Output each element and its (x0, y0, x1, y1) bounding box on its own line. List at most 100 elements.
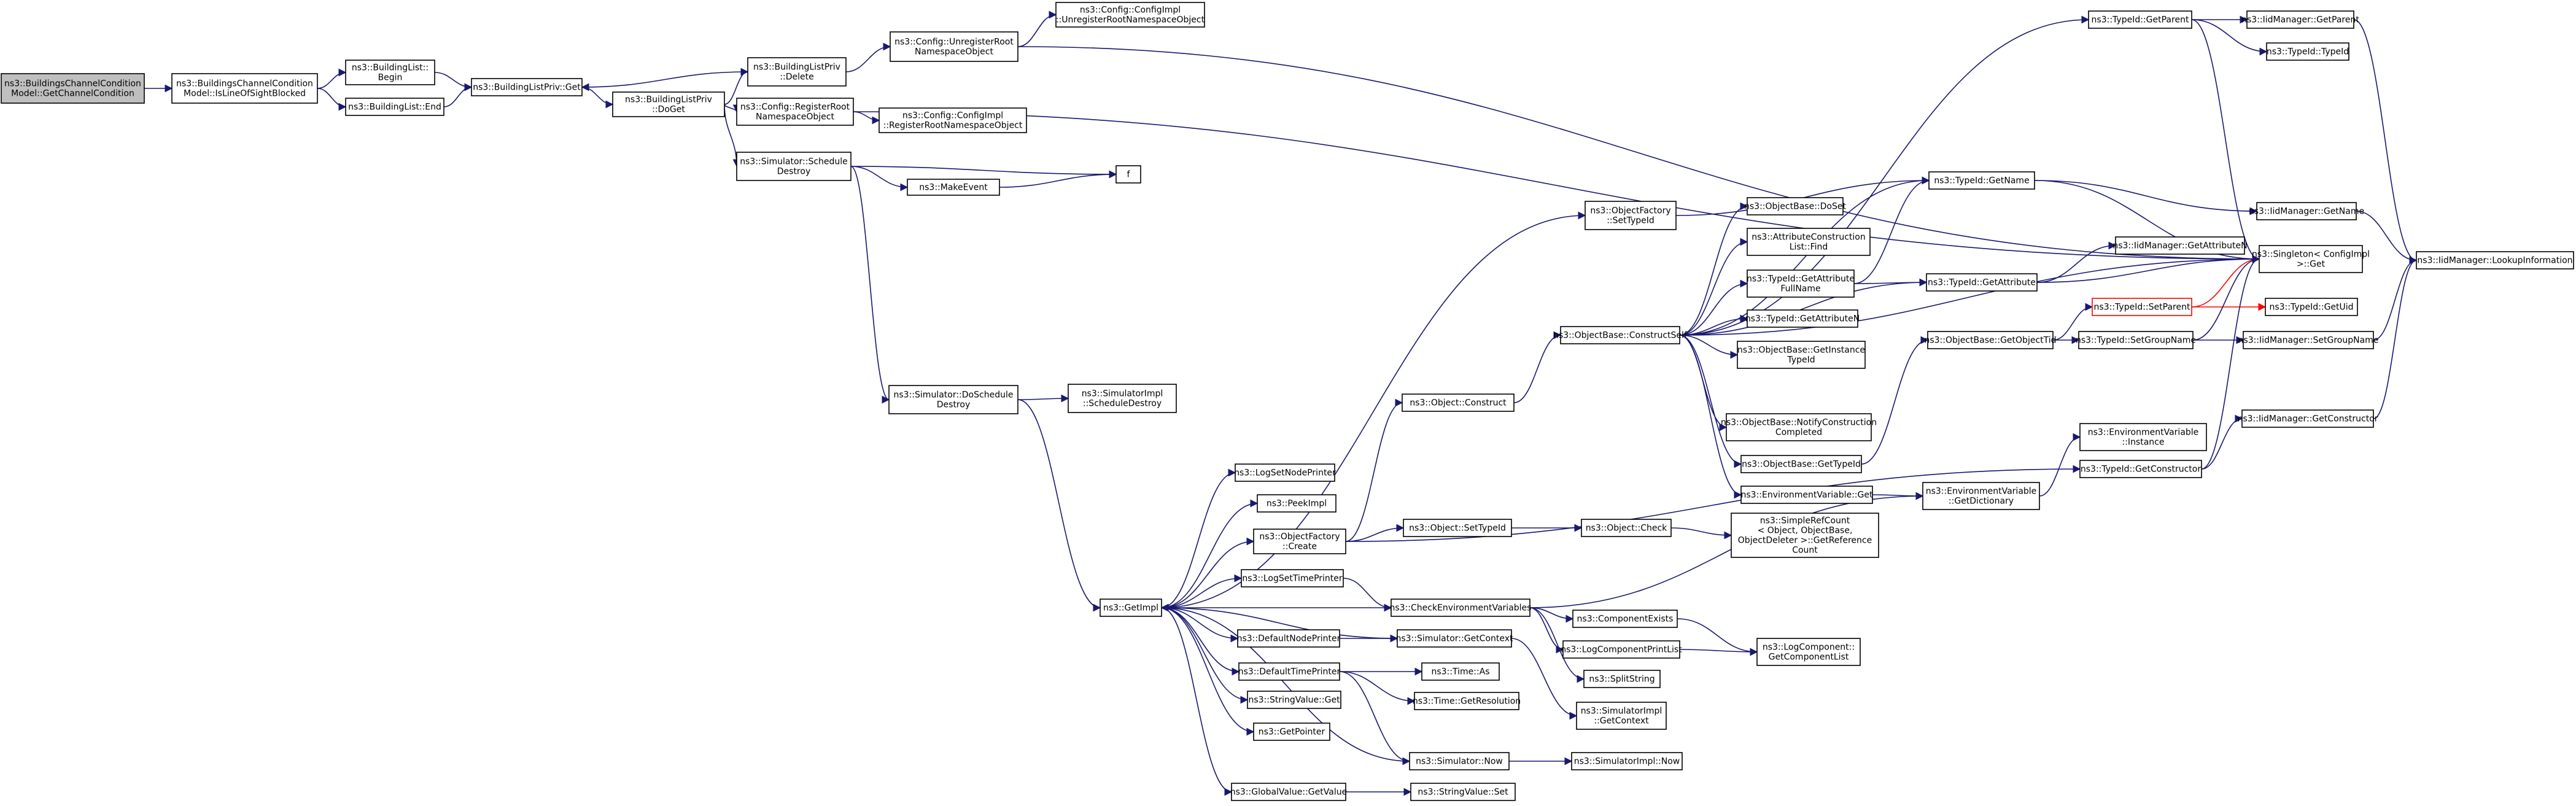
node-f[interactable]: f (1115, 165, 1141, 184)
node-tid-get-attr[interactable]: ns3::TypeId::GetAttribute (1926, 273, 2038, 292)
node-env-var-inst[interactable]: ns3::EnvironmentVariable::Instance (2079, 423, 2207, 451)
node-label: Destroy (777, 167, 810, 177)
node-box (1414, 692, 1519, 710)
node-log-comp-print[interactable]: ns3::LogComponentPrintList (1561, 640, 1682, 659)
node-tid-get-ctor[interactable]: ns3::TypeId::GetConstructor (2079, 460, 2202, 478)
node-obj-base-do-set[interactable]: ns3::ObjectBase::DoSet (1744, 197, 1846, 215)
node-tid-type-id[interactable]: ns3::TypeId::TypeId (2266, 42, 2349, 61)
node-bl-end[interactable]: ns3::BuildingList::End (345, 98, 444, 116)
node-box (1410, 783, 1516, 801)
node-cfg-unreg[interactable]: ns3::Config::UnregisterRootNamespaceObje… (890, 31, 1018, 62)
node-obj-base-get-tid[interactable]: ns3::ObjectBase::GetTypeId (1740, 455, 1862, 473)
node-label: ns3::LogComponentPrintList (1561, 645, 1682, 655)
node-make-event[interactable]: ns3::MakeEvent (907, 179, 1000, 196)
node-label: ns3::Simulator::GetContext (1395, 634, 1513, 644)
node-iid-set-group[interactable]: ns3::IidManager::SetGroupName (2238, 331, 2379, 349)
node-label: ns3::BuildingListPriv (625, 95, 712, 105)
node-iid-get-name[interactable]: ns3::IidManager::GetName (2249, 202, 2364, 220)
node-bl-begin[interactable]: ns3::BuildingList::Begin (345, 60, 435, 85)
node-label: NamespaceObject (915, 47, 993, 57)
node-label: ns3::Config::ConfigImpl (1080, 6, 1181, 15)
node-label: ns3::StringValue::Set (1418, 788, 1508, 797)
node-get-pointer[interactable]: ns3::GetPointer (1253, 723, 1330, 741)
node-obj-factory-set-tid[interactable]: ns3::ObjectFactory::SetTypeId (1585, 201, 1677, 230)
node-iid-get-parent[interactable]: ns3::IidManager::GetParent (2241, 10, 2359, 29)
node-is-los[interactable]: ns3::BuildingsChannelConditionModel::IsL… (171, 73, 318, 104)
node-iid-get-attr-n[interactable]: ns3::IidManager::GetAttributeN (2112, 236, 2248, 255)
node-label: ns3::BuildingListPriv::Get (473, 83, 581, 93)
node-box (2078, 331, 2194, 349)
node-tid-get-attr-n[interactable]: ns3::TypeId::GetAttributeN (1745, 309, 1860, 328)
node-time-res[interactable]: ns3::Time::GetResolution (1413, 692, 1521, 710)
node-blp-do-get[interactable]: ns3::BuildingListPriv::DoGet (612, 91, 725, 117)
edge-obj-base-get-tid-to-obj-base-get-obj-tid (1861, 336, 1929, 465)
node-label: ns3::BuildingsChannelCondition (176, 79, 313, 89)
node-comp-exists[interactable]: ns3::ComponentExists (1572, 610, 1678, 628)
edge-obj-construct-to-obj-base-construct (1513, 331, 1562, 403)
node-obj-construct[interactable]: ns3::Object::Construct (1402, 393, 1515, 412)
node-sim-impl-now[interactable]: ns3::SimulatorImpl::Now (1571, 752, 1683, 770)
node-label: ns3::BuildingListPriv (753, 63, 840, 72)
node-check-env[interactable]: ns3::CheckEnvironmentVariables (1390, 599, 1532, 617)
edge-env-var-get-to-env-var-get-dict (1872, 492, 1924, 500)
node-cfg-impl-unreg[interactable]: ns3::Config::ConfigImpl::UnregisterRootN… (1055, 2, 1205, 28)
node-box (2256, 202, 2357, 220)
node-tid-get-parent[interactable]: ns3::TypeId::GetParent (2088, 10, 2192, 29)
node-iid-get-ctor[interactable]: ns3::IidManager::GetConstructor (2237, 409, 2378, 428)
node-blp-get[interactable]: ns3::BuildingListPriv::Get (471, 78, 583, 96)
node-get-impl[interactable]: ns3::GetImpl (1100, 599, 1162, 617)
node-box (2079, 460, 2202, 478)
node-time-as[interactable]: ns3::Time::As (1421, 662, 1500, 681)
node-sim-now[interactable]: ns3::Simulator::Now (1409, 752, 1510, 770)
node-box (1581, 519, 1672, 537)
node-global-val-get[interactable]: ns3::GlobalValue::GetValue (1230, 783, 1347, 801)
node-str-val-get[interactable]: ns3::StringValue::Get (1247, 691, 1341, 709)
node-obj-base-get-obj-tid[interactable]: ns3::ObjectBase::GetObjectTid (1924, 331, 2057, 349)
node-box (1756, 638, 1861, 666)
node-simple-ref[interactable]: ns3::SimpleRefCount< Object, ObjectBase,… (1731, 513, 1879, 558)
node-sim-get-ctx[interactable]: ns3::Simulator::GetContext (1395, 629, 1513, 648)
node-env-var-get-dict[interactable]: ns3::EnvironmentVariable::GetDictionary (1922, 482, 2040, 510)
edge-get-impl-to-get-pointer (1161, 607, 1255, 736)
node-obj-base-construct[interactable]: ns3::ObjectBase::ConstructSelf (1553, 326, 1688, 344)
node-cfg-impl-reg[interactable]: ns3::Config::ConfigImpl::RegisterRootNam… (879, 107, 1027, 133)
node-log-node-printer[interactable]: ns3::LogSetNodePrinter (1234, 463, 1336, 482)
node-label: ns3::DefaultTimePrinter (1238, 667, 1341, 677)
node-label: ns3::LogSetTimePrinter (1242, 574, 1343, 584)
node-log-comp-get-list[interactable]: ns3::LogComponent::GetComponentList (1756, 638, 1861, 666)
node-label: ns3::TypeId::TypeId (2267, 47, 2349, 57)
node-label: ns3::Time::GetResolution (1413, 697, 1521, 707)
node-box (1391, 599, 1530, 617)
node-tid-set-group[interactable]: ns3::TypeId::SetGroupName (2076, 331, 2196, 349)
node-root[interactable]: ns3::BuildingsChannelConditionModel::Get… (1, 73, 145, 104)
node-iid-lookup[interactable]: ns3::IidManager::LookupInformation (2416, 251, 2574, 269)
node-label: ns3::ObjectBase::NotifyConstruction (1721, 418, 1877, 428)
node-cfg-reg[interactable]: ns3::Config::RegisterRootNamespaceObject (736, 98, 854, 126)
node-obj-factory-create[interactable]: ns3::ObjectFactory::Create (1253, 529, 1346, 554)
node-blp-delete[interactable]: ns3::BuildingListPriv::Delete (747, 57, 847, 87)
node-obj-set-tid[interactable]: ns3::Object::SetTypeId (1403, 519, 1512, 537)
node-obj-check[interactable]: ns3::Object::Check (1581, 519, 1672, 537)
node-def-node-printer[interactable]: ns3::DefaultNodePrinter (1237, 629, 1341, 648)
node-label: ns3::BuildingsChannelCondition (4, 79, 141, 89)
node-str-val-set[interactable]: ns3::StringValue::Set (1410, 783, 1516, 801)
node-sim-sched[interactable]: ns3::Simulator::ScheduleDestroy (736, 152, 852, 181)
node-split-string[interactable]: ns3::SplitString (1583, 670, 1661, 688)
node-sim-impl-get-ctx[interactable]: ns3::SimulatorImpl::GetContext (1576, 702, 1667, 730)
node-log-time-printer[interactable]: ns3::LogSetTimePrinter (1241, 569, 1344, 587)
node-singleton[interactable]: ns3::Singleton< ConfigImpl >::Get (2252, 245, 2370, 273)
node-def-time-printer[interactable]: ns3::DefaultTimePrinter (1238, 662, 1341, 681)
node-env-var-get[interactable]: ns3::EnvironmentVariable::Get (1740, 486, 1873, 504)
node-peek-impl[interactable]: ns3::PeekImpl (1257, 494, 1336, 513)
node-obj-base-notify[interactable]: ns3::ObjectBase::NotifyConstructionCompl… (1721, 413, 1877, 441)
node-tid-set-parent[interactable]: ns3::TypeId::SetParent (2092, 298, 2192, 316)
node-tid-get-uid[interactable]: ns3::TypeId::GetUid (2265, 298, 2358, 316)
node-tid-get-name[interactable]: ns3::TypeId::GetName (1928, 171, 2035, 190)
node-sim-impl-sched[interactable]: ns3::SimulatorImpl::ScheduleDestroy (1068, 384, 1177, 413)
edge-blp-get-to-blp-do-get (581, 87, 614, 109)
node-box (612, 91, 725, 117)
